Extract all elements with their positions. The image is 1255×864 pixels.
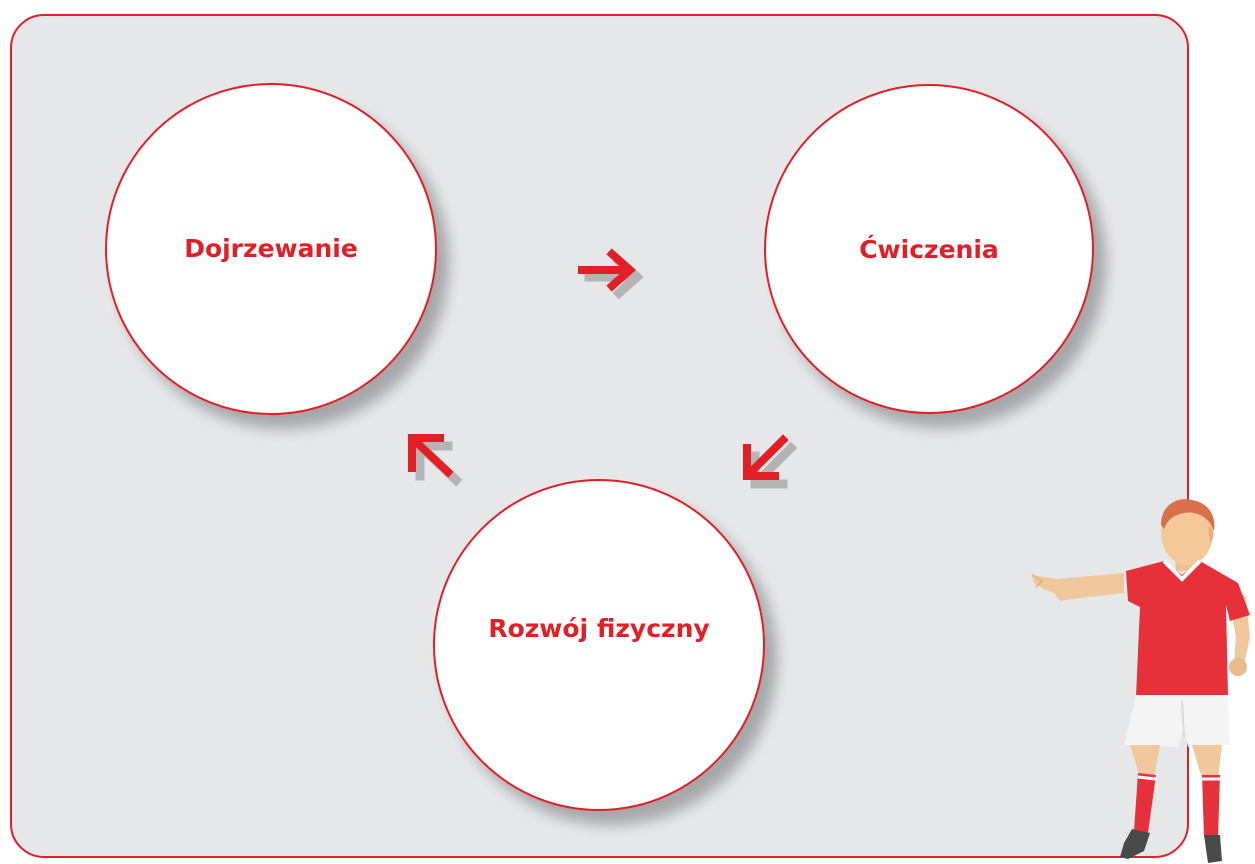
node-cwiczenia: Ćwiczenia (764, 84, 1094, 414)
football-player-icon (1031, 499, 1250, 863)
arrow-right-icon (578, 248, 644, 300)
arrow-up-left-icon (408, 434, 463, 487)
node-dojrzewanie: Dojrzewanie (105, 83, 437, 415)
node-label: Dojrzewanie (184, 234, 358, 263)
node-label: Ćwiczenia (859, 235, 999, 264)
node-label: Rozwój fizyczny (488, 614, 710, 643)
node-rozwoj-fizyczny: Rozwój fizyczny (433, 479, 765, 811)
arrow-down-left-icon (743, 434, 798, 489)
